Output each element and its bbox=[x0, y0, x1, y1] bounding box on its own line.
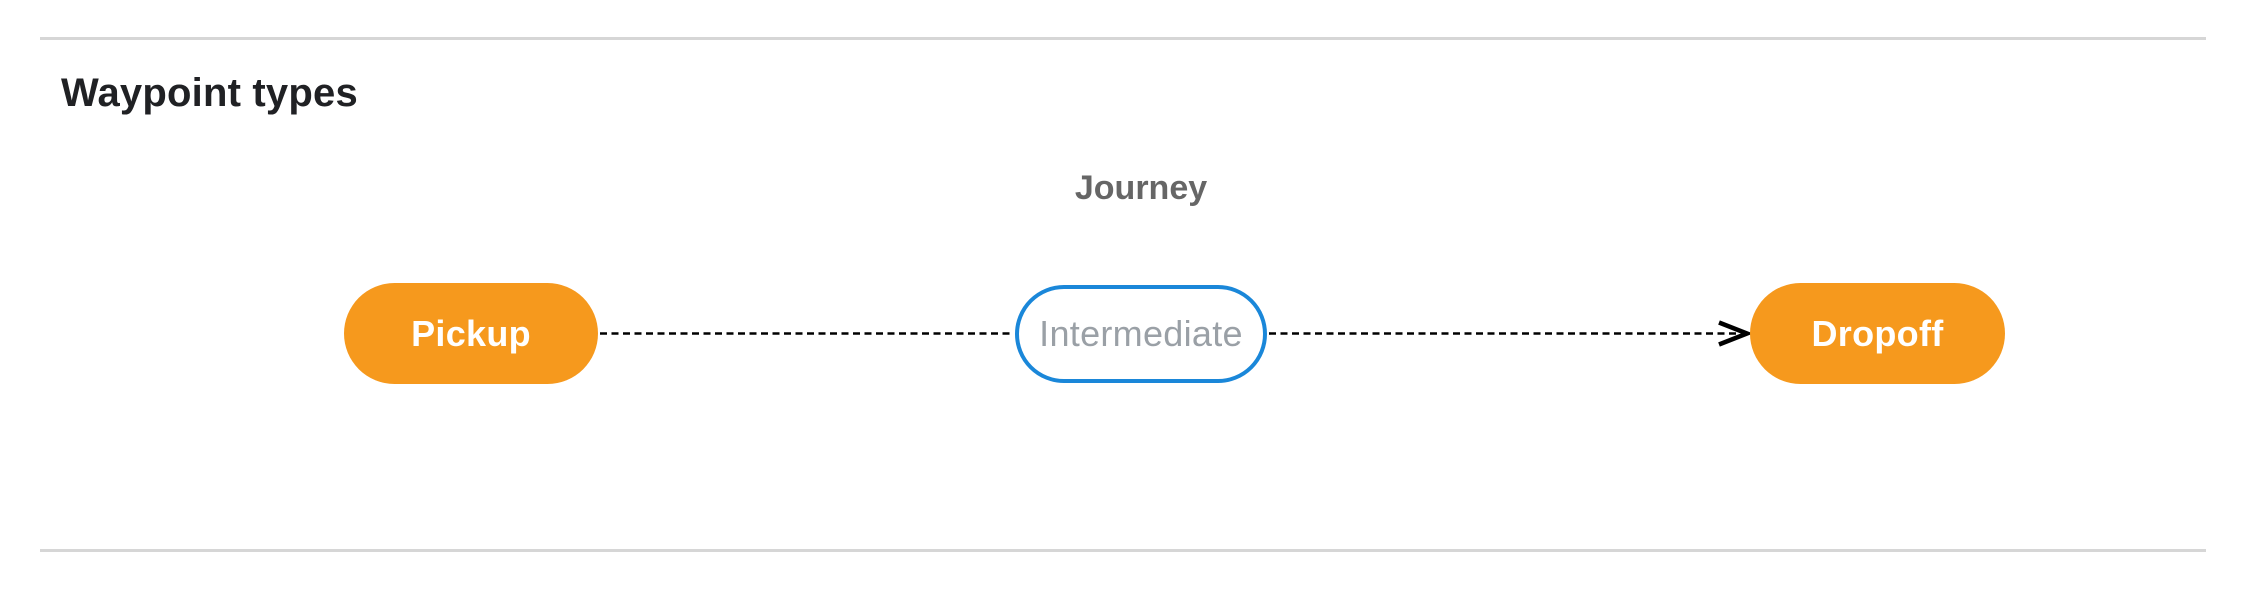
arrowhead-icon bbox=[1718, 320, 1754, 347]
diagram-title: Journey bbox=[1074, 169, 1208, 207]
node-pickup-label: Pickup bbox=[411, 312, 531, 354]
node-intermediate-label: Intermediate bbox=[1039, 313, 1243, 354]
top-divider bbox=[40, 37, 2206, 40]
node-intermediate: Intermediate bbox=[1015, 285, 1267, 383]
node-dropoff: Dropoff bbox=[1750, 283, 2005, 384]
bottom-divider bbox=[40, 549, 2206, 552]
section-title: Waypoint types bbox=[61, 71, 358, 115]
node-pickup: Pickup bbox=[344, 283, 598, 384]
node-dropoff-label: Dropoff bbox=[1811, 312, 1944, 354]
